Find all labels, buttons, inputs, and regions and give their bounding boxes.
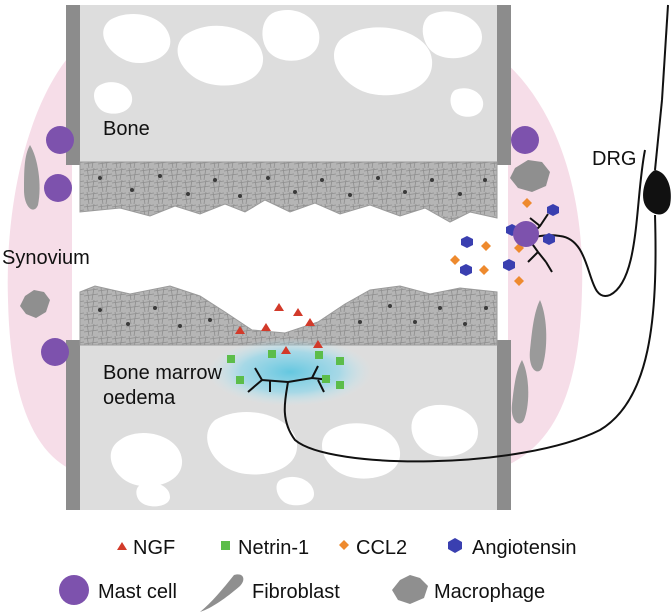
bone-label: Bone: [103, 118, 150, 140]
legend-ccl2-label: CCL2: [356, 537, 407, 559]
fibroblast-icon: [24, 145, 40, 210]
ngf-markers: [235, 303, 323, 354]
mast-cell-icon: [44, 174, 72, 202]
diamond-marker: [339, 540, 349, 550]
mast-cell-icon: [513, 221, 539, 247]
cortical-walls: [66, 5, 511, 510]
synovium-capsule: [7, 55, 583, 470]
triangle-marker: [117, 542, 127, 550]
drg-neuron-icon: [643, 99, 671, 215]
mast-cell-icon: [46, 126, 74, 154]
upper-cartilage: [79, 161, 498, 223]
legend-angiotensin-label: Angiotensin: [472, 537, 577, 559]
bone-marrow-oedema-region: [208, 338, 372, 406]
fibroblast-icon: [529, 300, 547, 372]
mast-cell-icon: [41, 338, 69, 366]
macrophage-icon: [392, 575, 428, 604]
macrophage-icon: [510, 160, 550, 192]
synovium-label: Synovium: [2, 247, 90, 269]
chondrocytes: [98, 174, 488, 328]
right-synovial-cells: [510, 126, 550, 424]
lower-bone: [72, 340, 504, 510]
bone-marrow-oedema-label-line1: Bone marrow: [103, 362, 222, 384]
netrin-1-markers: [227, 350, 344, 389]
legend-ngf-label: NGF: [133, 537, 175, 559]
legend-macrophage-label: Macrophage: [434, 581, 545, 603]
mast-cell-icon: [511, 126, 539, 154]
lower-cartilage: [79, 285, 498, 346]
fibroblast-icon: [200, 574, 244, 612]
left-synovial-cells: [20, 126, 74, 366]
oedema-nerve-terminals: [247, 365, 331, 393]
legend-netrin1-label: Netrin-1: [238, 537, 309, 559]
hexagon-marker: [448, 538, 462, 553]
mast-cell-icon: [59, 575, 89, 605]
macrophage-icon: [20, 290, 50, 318]
legend-mast-cell-label: Mast cell: [98, 581, 177, 603]
legend-fibroblast-label: Fibroblast: [252, 581, 340, 603]
legend: NGF Netrin-1 CCL2 Angiotensin Mast cell …: [59, 537, 577, 612]
ccl2-markers: [450, 198, 532, 286]
bone-marrow-oedema-label-line2: oedema: [103, 387, 176, 409]
square-marker: [221, 541, 230, 550]
fibroblast-icon: [511, 360, 529, 424]
upper-bone: [72, 5, 504, 165]
drg-label: DRG: [592, 148, 636, 170]
angiotensin-markers: [460, 204, 559, 276]
